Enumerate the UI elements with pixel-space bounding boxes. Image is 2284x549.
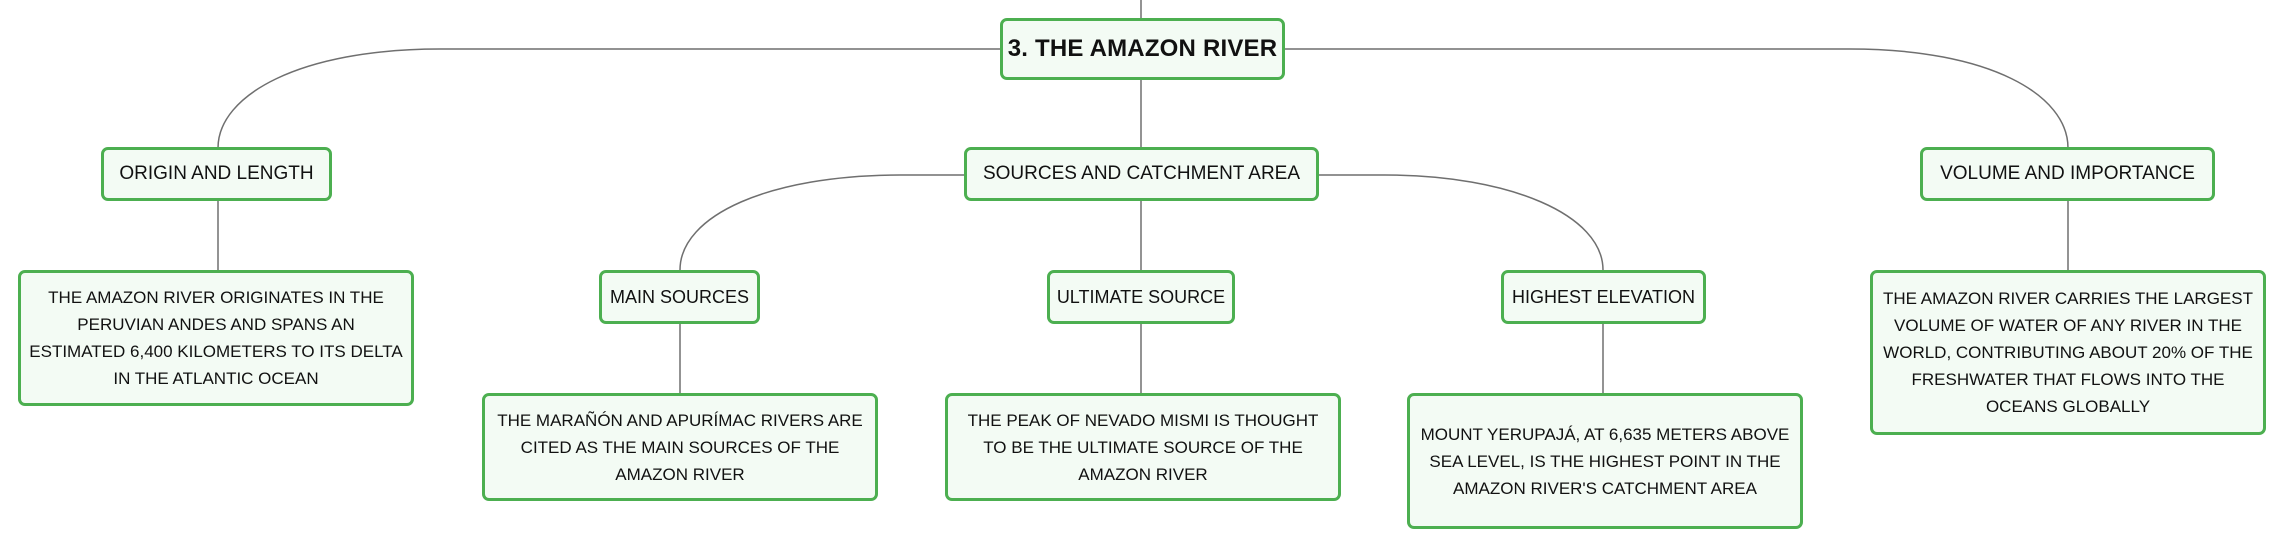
branch-label: SOURCES AND CATCHMENT AREA	[982, 163, 1301, 184]
detail-ultimate-source[interactable]: THE PEAK OF NEVADO MISMI IS THOUGHT TO B…	[945, 393, 1341, 501]
detail-volume[interactable]: THE AMAZON RIVER CARRIES THE LARGEST VOL…	[1870, 270, 2266, 435]
branch-label: VOLUME AND IMPORTANCE	[1940, 163, 2195, 184]
detail-text: THE AMAZON RIVER CARRIES THE LARGEST VOL…	[1883, 289, 2253, 416]
connector-sources-highest	[1318, 174, 1604, 271]
subtopic-highest-elevation[interactable]: HIGHEST ELEVATION	[1501, 270, 1706, 324]
detail-text: MOUNT YERUPAJÁ, AT 6,635 METERS ABOVE SE…	[1420, 424, 1790, 498]
branch-label: ORIGIN AND LENGTH	[119, 163, 314, 184]
connector-sources-main	[679, 174, 965, 271]
branch-sources-and-catchment[interactable]: SOURCES AND CATCHMENT AREA	[964, 147, 1319, 201]
detail-text: THE PEAK OF NEVADO MISMI IS THOUGHT TO B…	[967, 410, 1319, 484]
subtopic-label: ULTIMATE SOURCE	[1056, 286, 1226, 307]
detail-origin[interactable]: THE AMAZON RIVER ORIGINATES IN THE PERUV…	[18, 270, 414, 406]
subtopic-main-sources[interactable]: MAIN SOURCES	[599, 270, 760, 324]
subtopic-label: HIGHEST ELEVATION	[1511, 286, 1696, 307]
detail-highest-elevation[interactable]: MOUNT YERUPAJÁ, AT 6,635 METERS ABOVE SE…	[1407, 393, 1803, 529]
branch-volume-and-importance[interactable]: VOLUME AND IMPORTANCE	[1920, 147, 2215, 201]
detail-main-sources[interactable]: THE MARAÑÓN AND APURÍMAC RIVERS ARE CITE…	[482, 393, 878, 501]
detail-text: THE AMAZON RIVER ORIGINATES IN THE PERUV…	[29, 288, 403, 388]
subtopic-label: MAIN SOURCES	[609, 286, 750, 307]
connector-root-origin	[217, 48, 1001, 149]
root-topic-node[interactable]: 3. THE AMAZON RIVER	[1000, 18, 1285, 80]
detail-text: THE MARAÑÓN AND APURÍMAC RIVERS ARE CITE…	[497, 410, 863, 484]
branch-origin-and-length[interactable]: ORIGIN AND LENGTH	[101, 147, 332, 201]
connector-root-volume	[1285, 48, 2069, 149]
root-topic-label: 3. THE AMAZON RIVER	[1007, 35, 1278, 62]
subtopic-ultimate-source[interactable]: ULTIMATE SOURCE	[1047, 270, 1235, 324]
